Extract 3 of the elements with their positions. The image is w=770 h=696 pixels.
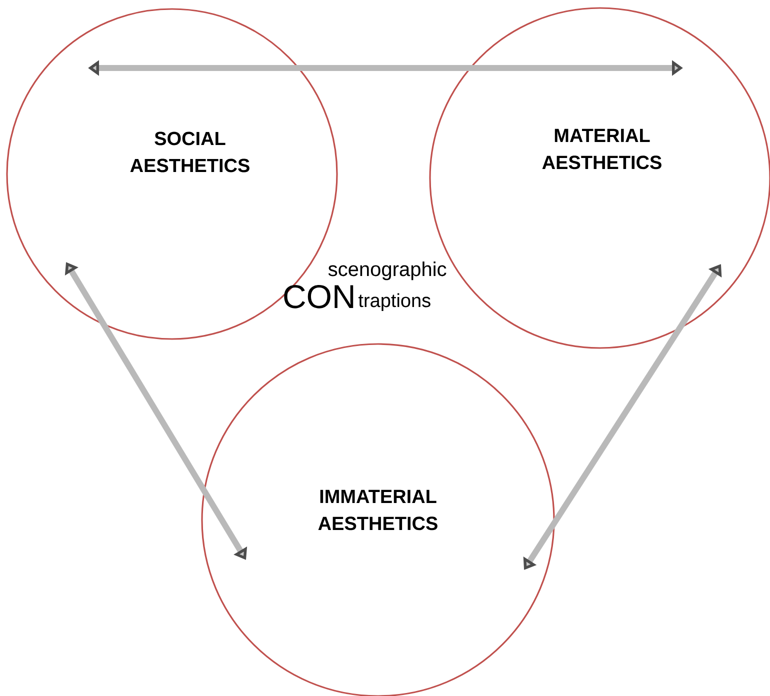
label: scenographic	[328, 262, 446, 280]
label: traptions	[358, 293, 430, 311]
label: CON	[284, 284, 354, 308]
